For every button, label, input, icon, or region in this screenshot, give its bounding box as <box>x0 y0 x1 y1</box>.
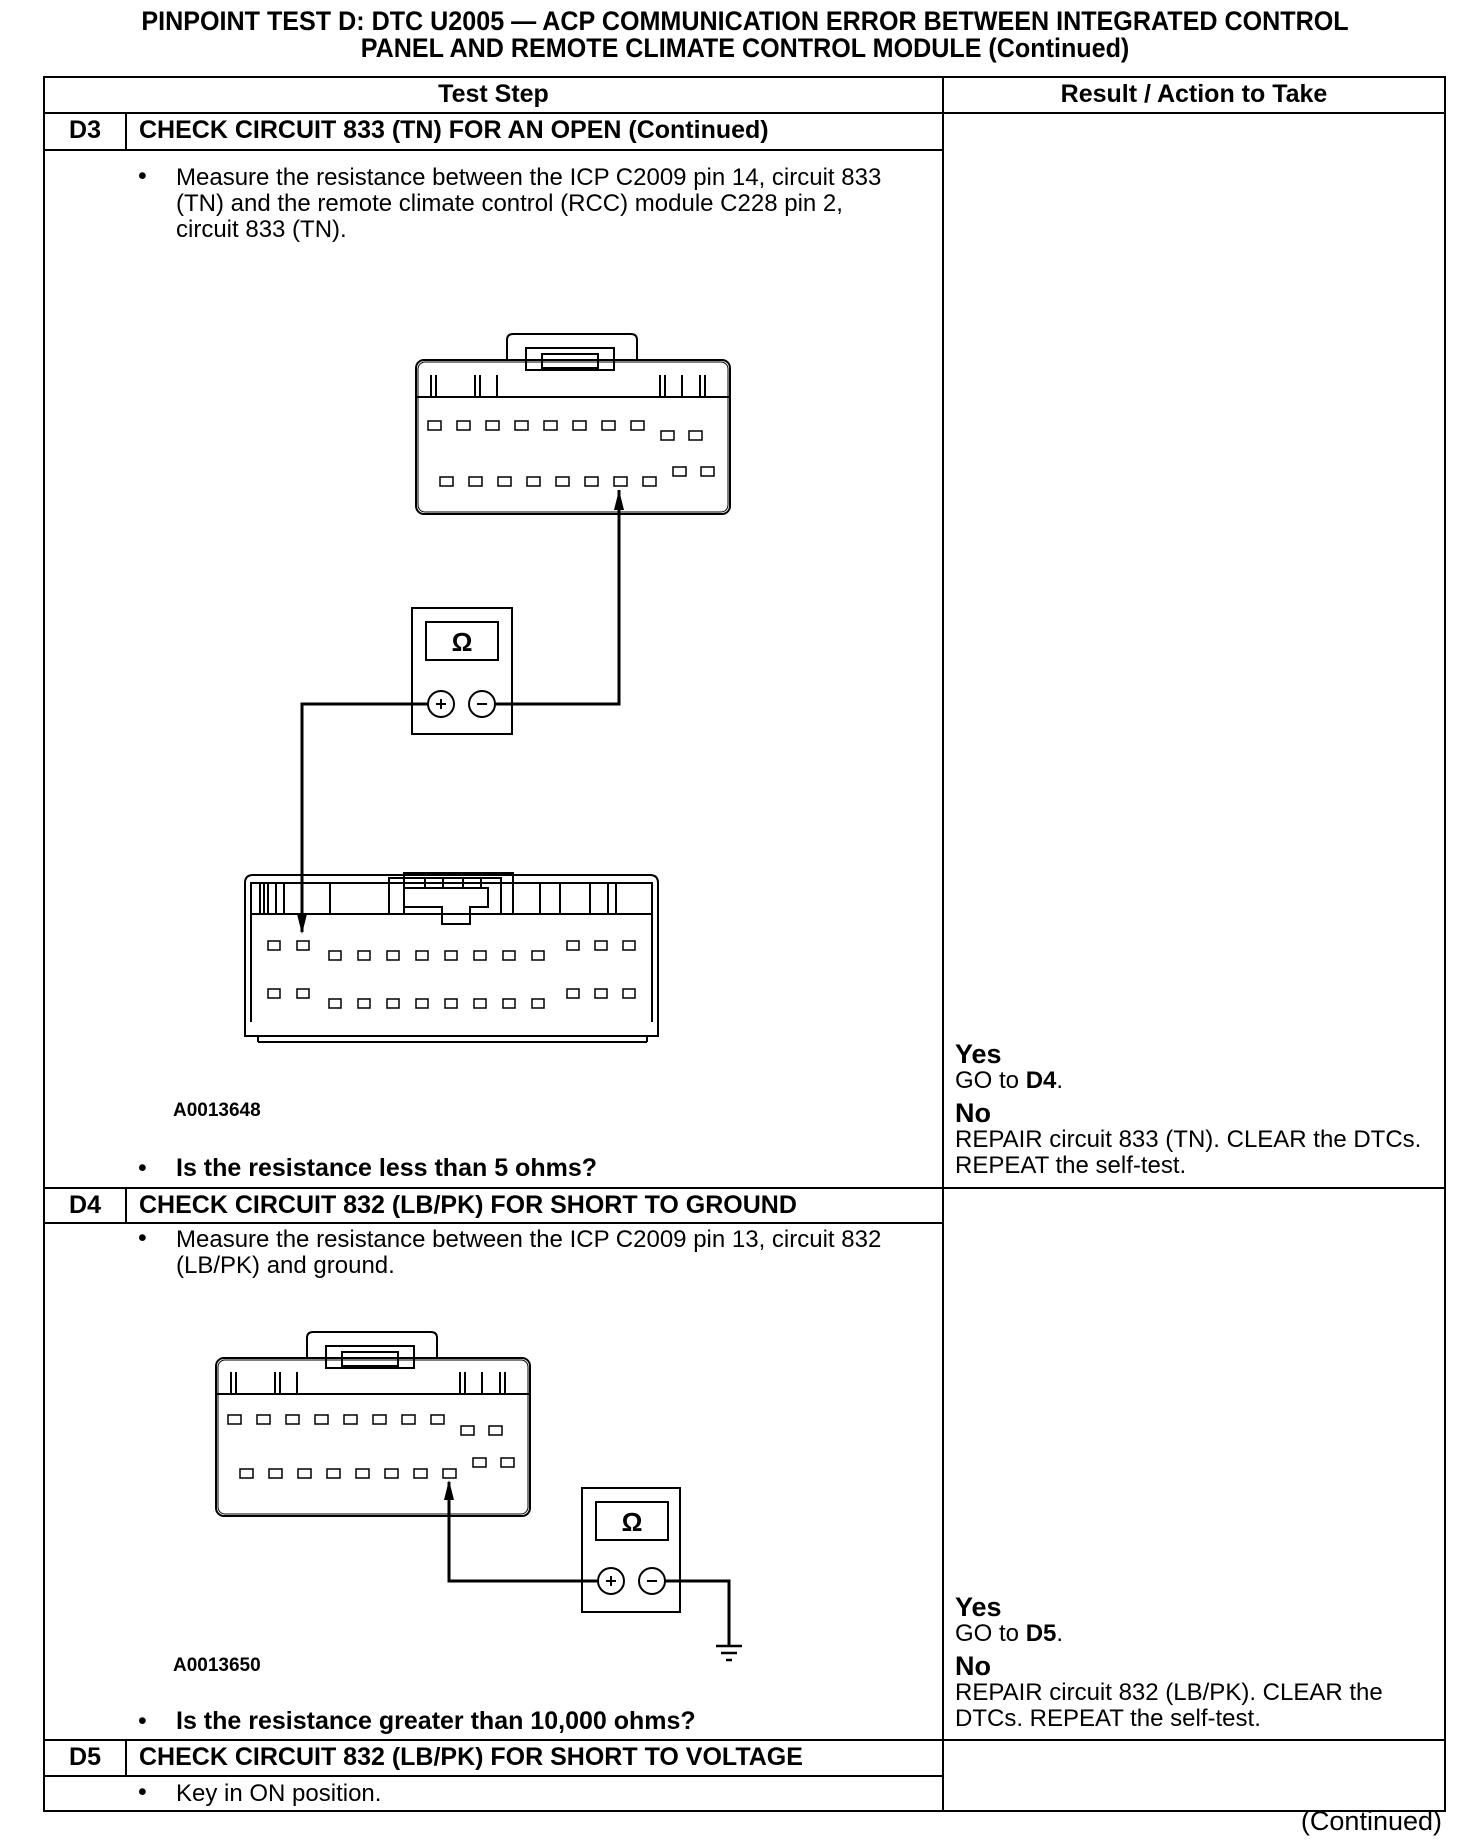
bullet: • <box>138 162 147 190</box>
bullet: • <box>138 1778 147 1806</box>
ohmmeter <box>411 607 513 735</box>
page-title-line-2: PANEL AND REMOTE CLIMATE CONTROL MODULE … <box>360 33 1130 63</box>
bullet: • <box>138 1154 147 1182</box>
step-title-d4: CHECK CIRCUIT 832 (LB/PK) FOR SHORT TO G… <box>139 1191 797 1219</box>
test-lead-minus <box>494 490 621 706</box>
ohm-symbol-icon: Ω <box>452 627 473 657</box>
step-id-d4: D4 <box>69 1191 101 1219</box>
figure-id-d4: A0013650 <box>173 1655 261 1676</box>
result-d3: Yes GO to D4. No REPAIR circuit 833 (TN)… <box>955 1041 1435 1179</box>
result-d4: Yes GO to D5. No REPAIR circuit 832 (LB/… <box>955 1594 1435 1732</box>
test-lead-plus <box>447 1482 597 1583</box>
page-title-line-1: PINPOINT TEST D: DTC U2005 — ACP COMMUNI… <box>141 6 1349 36</box>
ohm-symbol-icon: Ω <box>622 1507 643 1537</box>
yes-end: . <box>1056 1620 1064 1647</box>
bullet: • <box>138 1707 147 1735</box>
rcc-connector-c228 <box>244 874 659 1037</box>
instruction-d5: Key in ON position. <box>176 1780 382 1807</box>
figure-id-d3: A0013648 <box>173 1100 261 1121</box>
yes-end: . <box>1056 1067 1064 1094</box>
step-title-d5: CHECK CIRCUIT 832 (LB/PK) FOR SHORT TO V… <box>139 1743 803 1771</box>
test-lead-plus <box>300 702 430 932</box>
icp-connector-c2009 <box>415 359 731 515</box>
ohmmeter <box>581 1487 681 1613</box>
step-id-d3: D3 <box>69 116 101 144</box>
yes-text: GO to <box>955 1067 1020 1094</box>
ground-symbol-icon <box>716 1644 742 1662</box>
no-label: No <box>955 1651 991 1681</box>
yes-target: D5 <box>1025 1620 1057 1647</box>
yes-target: D4 <box>1025 1067 1057 1094</box>
instruction-d4: Measure the resistance between the ICP C… <box>176 1226 882 1279</box>
step-title-d3: CHECK CIRCUIT 833 (TN) FOR AN OPEN (Cont… <box>139 116 769 144</box>
header-result-action: Result / Action to Take <box>1060 80 1328 108</box>
no-action: REPAIR circuit 833 (TN). CLEAR the DTCs.… <box>955 1126 1422 1179</box>
step-id-d5: D5 <box>69 1743 101 1771</box>
yes-label: Yes <box>955 1039 1002 1069</box>
question-d3: Is the resistance less than 5 ohms? <box>176 1154 597 1182</box>
question-d4: Is the resistance greater than 10,000 oh… <box>176 1707 696 1735</box>
test-lead-minus <box>652 1579 731 1646</box>
no-action: REPAIR circuit 832 (LB/PK). CLEAR the DT… <box>955 1679 1383 1732</box>
bullet: • <box>138 1224 147 1252</box>
continued-footer: (Continued) <box>1300 1806 1442 1836</box>
yes-action: GO to D4. <box>955 1068 1435 1094</box>
yes-label: Yes <box>955 1592 1002 1622</box>
page-title: PINPOINT TEST D: DTC U2005 — ACP COMMUNI… <box>89 8 1400 62</box>
icp-connector-c2009 <box>215 1357 531 1517</box>
instruction-d3: Measure the resistance between the ICP C… <box>176 164 882 243</box>
no-label: No <box>955 1098 991 1128</box>
yes-text: GO to <box>955 1620 1020 1647</box>
yes-action: GO to D5. <box>955 1621 1435 1647</box>
header-test-step: Test Step <box>438 80 549 108</box>
